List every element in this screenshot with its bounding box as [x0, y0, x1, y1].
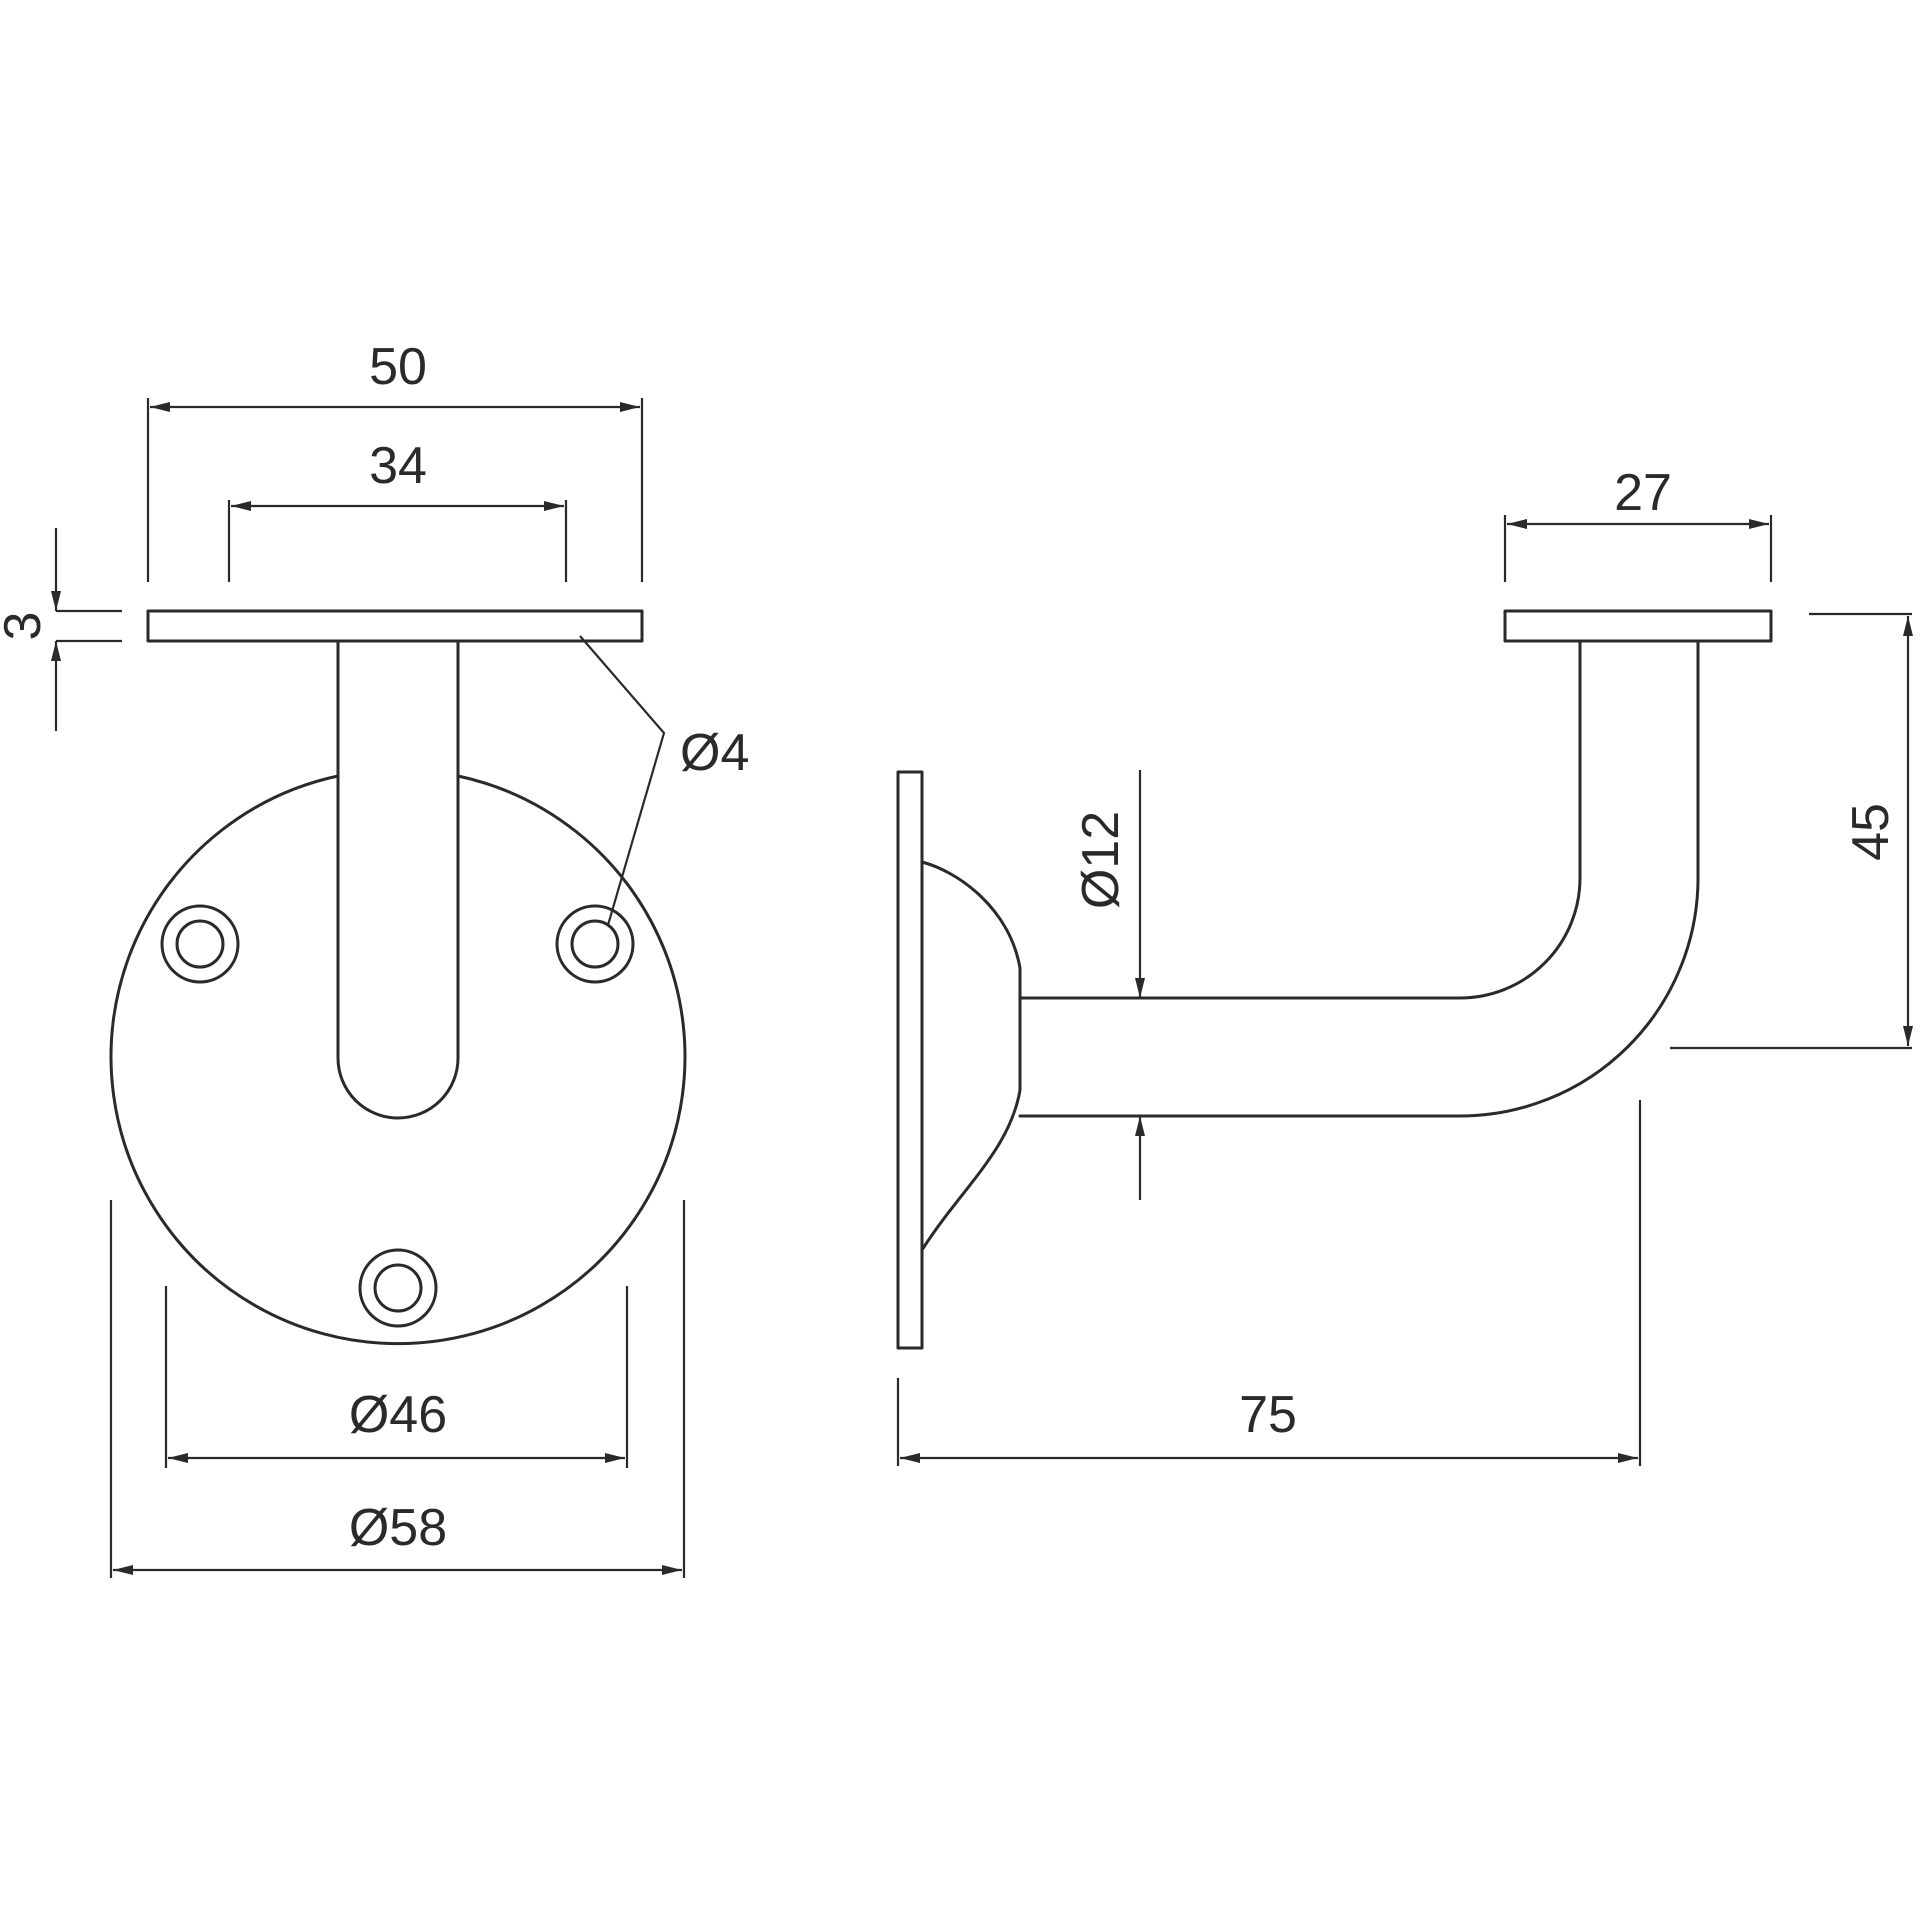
side-flange — [920, 860, 1022, 1252]
dimension-base-diameter: Ø58 — [109, 1200, 686, 1578]
front-view — [109, 609, 687, 1346]
callout-screw-hole: Ø4 — [579, 635, 749, 926]
dim-label-d12: Ø12 — [1072, 811, 1130, 909]
dim-label-75: 75 — [1239, 1386, 1297, 1444]
dimension-hole-spacing: 34 — [227, 437, 568, 582]
dim-label-d58: Ø58 — [349, 1499, 447, 1557]
front-screw-hole-bottom — [358, 1248, 438, 1328]
front-screw-hole-right — [555, 904, 635, 984]
dimension-height: 45 — [1670, 612, 1913, 1050]
side-tube-upper — [1018, 639, 1582, 1000]
dimension-plate-width-front: 50 — [146, 338, 644, 582]
dim-label-27: 27 — [1614, 464, 1672, 522]
side-wall-plate — [896, 770, 924, 1350]
front-saddle-plate — [146, 609, 644, 643]
dim-label-45: 45 — [1842, 803, 1900, 861]
front-base-disc — [109, 774, 687, 1346]
dim-label-34: 34 — [369, 437, 427, 495]
side-view — [896, 609, 1773, 1350]
dimension-projection: 75 — [896, 1100, 1642, 1466]
dim-label-d46: Ø46 — [349, 1386, 447, 1444]
dimension-tube-diameter: Ø12 — [1072, 770, 1145, 1200]
dim-label-50: 50 — [369, 338, 427, 396]
front-stem — [336, 639, 460, 1120]
dim-label-d4: Ø4 — [680, 724, 749, 782]
dimension-plate-width-side: 27 — [1503, 464, 1773, 582]
front-screw-hole-left — [160, 904, 240, 984]
dimension-plate-thickness: 3 — [0, 528, 122, 731]
side-saddle-plate — [1503, 609, 1773, 643]
dimension-bolt-circle: Ø46 — [164, 1286, 629, 1468]
dim-label-3: 3 — [0, 612, 52, 641]
side-tube-lower — [1018, 639, 1700, 1118]
